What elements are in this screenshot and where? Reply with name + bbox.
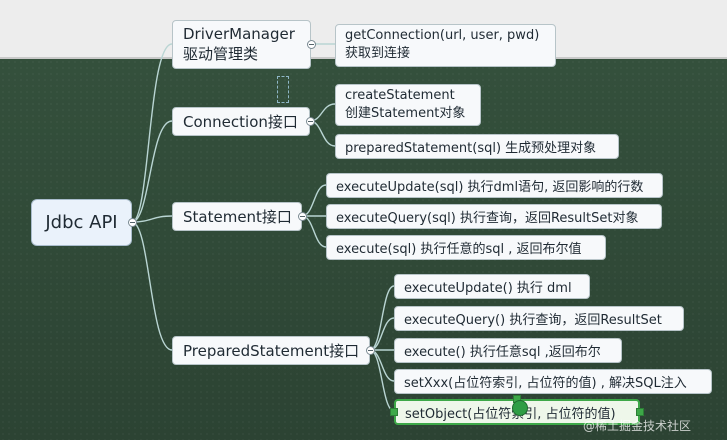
connector-root-connection <box>131 120 173 223</box>
branch-node-line: DriverManager <box>183 25 295 43</box>
leaf-node-line: createStatement <box>345 88 455 103</box>
branch-node-prepared-statement[interactable]: PreparedStatement接口 <box>172 336 370 365</box>
leaf-node-set-object[interactable]: setObject(占位符索引, 占位符的值) <box>394 399 640 425</box>
connector-ps-setxxx <box>369 349 395 382</box>
branch-node-connection[interactable]: Connection接口 <box>172 107 310 136</box>
watermark: @稀土掘金技术社区 <box>583 419 692 433</box>
leaf-node-line: 创建Statement对象 <box>345 106 466 121</box>
root-collapse-toggle[interactable] <box>128 218 137 227</box>
leaf-node-label: executeUpdate() 执行 dml <box>404 281 572 296</box>
leaf-node-execute-query[interactable]: executeQuery() 执行查询，返回ResultSet <box>394 306 684 331</box>
connector-conn-prepared <box>309 120 336 147</box>
root-node-jdbc-api[interactable]: Jdbc API <box>31 199 132 246</box>
branch-node-statement[interactable]: Statement接口 <box>172 202 302 231</box>
statement-collapse-toggle[interactable] <box>298 212 307 221</box>
branch-node-driver-manager[interactable]: DriverManager 驱动管理类 <box>172 20 311 69</box>
connector-ps-update <box>369 285 395 351</box>
drag-handle[interactable] <box>512 400 528 416</box>
leaf-node-create-statement[interactable]: createStatement 创建Statement对象 <box>335 84 481 126</box>
drop-placeholder <box>277 76 289 103</box>
leaf-node-execute-update-sql[interactable]: executeUpdate(sql) 执行dml语句, 返回影响的行数 <box>326 173 663 198</box>
leaf-node-label: preparedStatement(sql) 生成预处理对象 <box>345 141 597 156</box>
branch-node-label: Statement接口 <box>183 208 292 226</box>
leaf-node-execute-query-sql[interactable]: executeQuery(sql) 执行查询，返回ResultSet对象 <box>326 204 662 229</box>
prepared-statement-collapse-toggle[interactable] <box>366 346 375 355</box>
connector-ps-query <box>369 317 395 351</box>
branch-node-label: PreparedStatement接口 <box>183 342 360 360</box>
leaf-node-execute-update[interactable]: executeUpdate() 执行 dml <box>394 274 590 299</box>
leaf-node-label: execute() 执行任意sql ,返回布尔 <box>404 345 601 360</box>
selection-handle[interactable] <box>636 408 644 416</box>
branch-node-label: Connection接口 <box>183 113 298 131</box>
leaf-node-label: executeUpdate(sql) 执行dml语句, 返回影响的行数 <box>336 180 644 195</box>
leaf-node-label: setObject(占位符索引, 占位符的值) <box>405 406 616 422</box>
branch-node-line: 驱动管理类 <box>183 45 259 63</box>
leaf-node-prepared-statement[interactable]: preparedStatement(sql) 生成预处理对象 <box>335 134 619 159</box>
leaf-node-set-xxx[interactable]: setXxx(占位符索引, 占位符的值) , 解决SQL注入 <box>394 369 712 394</box>
leaf-node-label: executeQuery(sql) 执行查询，返回ResultSet对象 <box>336 211 639 226</box>
leaf-node-execute-sql[interactable]: execute(sql) 执行任意的sql , 返回布尔值 <box>326 235 606 260</box>
leaf-node-line: 获取到连接 <box>345 46 411 61</box>
connector-stmt-execute <box>301 215 327 248</box>
leaf-node-label: executeQuery() 执行查询，返回ResultSet <box>404 313 662 328</box>
connector-stmt-update <box>301 184 327 217</box>
driver-manager-collapse-toggle[interactable] <box>307 40 316 49</box>
selection-handle[interactable] <box>390 408 398 416</box>
connector-root-prepared <box>131 221 173 351</box>
leaf-node-get-connection[interactable]: getConnection(url, user, pwd) 获取到连接 <box>335 24 556 67</box>
leaf-node-line: getConnection(url, user, pwd) <box>345 28 540 43</box>
leaf-node-label: execute(sql) 执行任意的sql , 返回布尔值 <box>336 242 582 257</box>
root-node-label: Jdbc API <box>45 212 118 233</box>
connection-collapse-toggle[interactable] <box>306 117 315 126</box>
leaf-node-label: setXxx(占位符索引, 占位符的值) , 解决SQL注入 <box>404 376 687 391</box>
connector-root-driver <box>131 43 173 223</box>
leaf-node-execute[interactable]: execute() 执行任意sql ,返回布尔 <box>394 338 622 363</box>
